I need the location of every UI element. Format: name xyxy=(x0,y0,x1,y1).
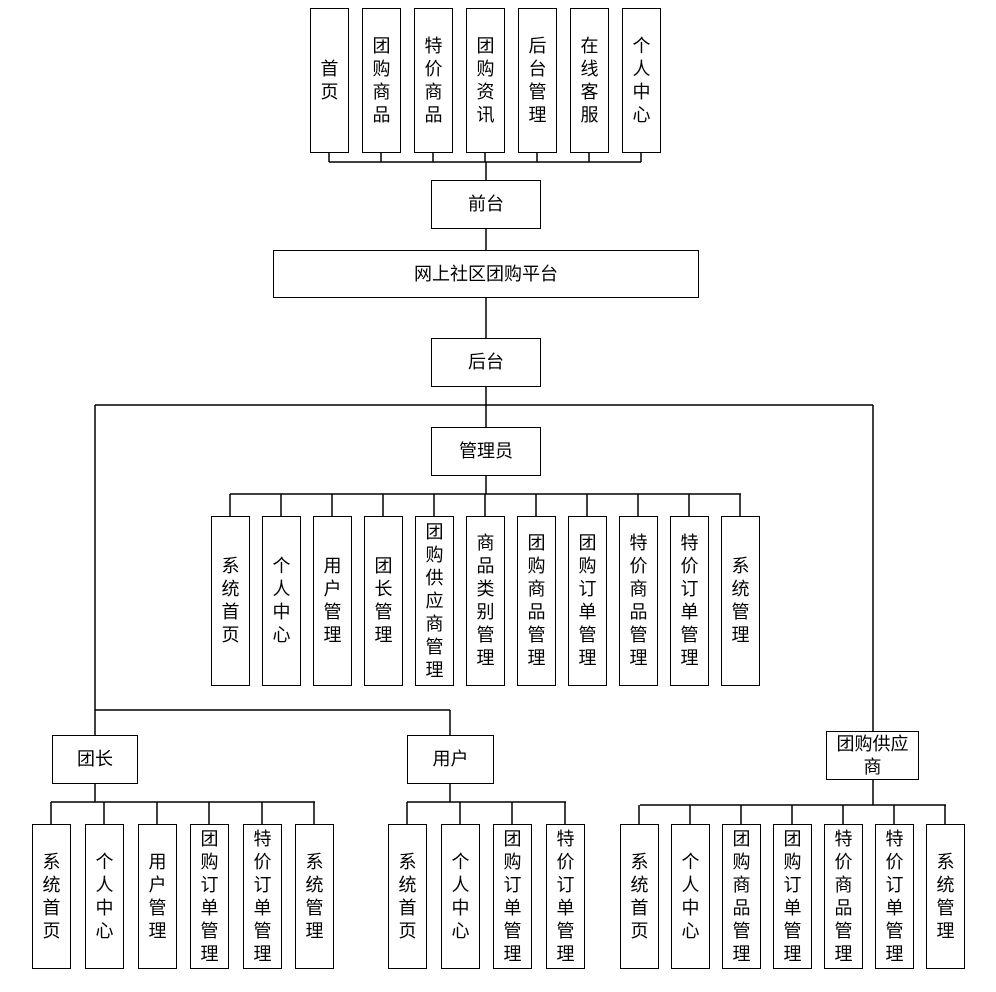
user-item-special-order-management: 特价订单管理 xyxy=(546,824,585,969)
supplier-item-system-management: 系统管理 xyxy=(926,824,965,969)
leader-item-special-order-management: 特价订单管理 xyxy=(243,824,282,969)
admin-item-system-management: 系统管理 xyxy=(721,516,760,686)
leader-item-personal-center: 个人中心 xyxy=(85,824,124,969)
supplier-item-system-home: 系统首页 xyxy=(620,824,659,969)
leader-item-system-management: 系统管理 xyxy=(295,824,334,969)
front-item-home: 首页 xyxy=(310,8,349,153)
front-node: 前台 xyxy=(431,180,541,229)
supplier-node: 团购供应商 xyxy=(826,731,919,780)
user-item-group-order-management: 团购订单管理 xyxy=(493,824,532,969)
platform-node: 网上社区团购平台 xyxy=(273,250,699,298)
front-item-online-service: 在线客服 xyxy=(570,8,609,153)
admin-item-group-product-management: 团购商品管理 xyxy=(517,516,556,686)
supplier-item-special-product-management: 特价商品管理 xyxy=(824,824,863,969)
front-item-special-products: 特价商品 xyxy=(414,8,453,153)
admin-item-special-order-management: 特价订单管理 xyxy=(670,516,709,686)
admin-item-supplier-management: 团购供应商管理 xyxy=(415,516,454,686)
front-item-group-news: 团购资讯 xyxy=(466,8,505,153)
front-item-backend-admin: 后台管理 xyxy=(518,8,557,153)
back-node: 后台 xyxy=(431,338,541,387)
supplier-item-group-product-management: 团购商品管理 xyxy=(722,824,761,969)
admin-item-special-product-management: 特价商品管理 xyxy=(619,516,658,686)
user-node: 用户 xyxy=(407,735,494,784)
user-item-system-home: 系统首页 xyxy=(388,824,427,969)
admin-node: 管理员 xyxy=(431,427,541,476)
supplier-item-special-order-management: 特价订单管理 xyxy=(875,824,914,969)
leader-node: 团长 xyxy=(52,735,138,784)
front-item-personal-center: 个人中心 xyxy=(622,8,661,153)
admin-item-category-management: 商品类别管理 xyxy=(466,516,505,686)
leader-item-group-order-management: 团购订单管理 xyxy=(190,824,229,969)
leader-item-user-management: 用户管理 xyxy=(138,824,177,969)
admin-item-leader-management: 团长管理 xyxy=(364,516,403,686)
admin-item-user-management: 用户管理 xyxy=(313,516,352,686)
user-item-personal-center: 个人中心 xyxy=(441,824,480,969)
admin-item-system-home: 系统首页 xyxy=(211,516,250,686)
admin-item-personal-center: 个人中心 xyxy=(262,516,301,686)
admin-item-group-order-management: 团购订单管理 xyxy=(568,516,607,686)
supplier-item-group-order-management: 团购订单管理 xyxy=(773,824,812,969)
supplier-item-personal-center: 个人中心 xyxy=(671,824,710,969)
front-item-group-products: 团购商品 xyxy=(362,8,401,153)
leader-item-system-home: 系统首页 xyxy=(32,824,71,969)
